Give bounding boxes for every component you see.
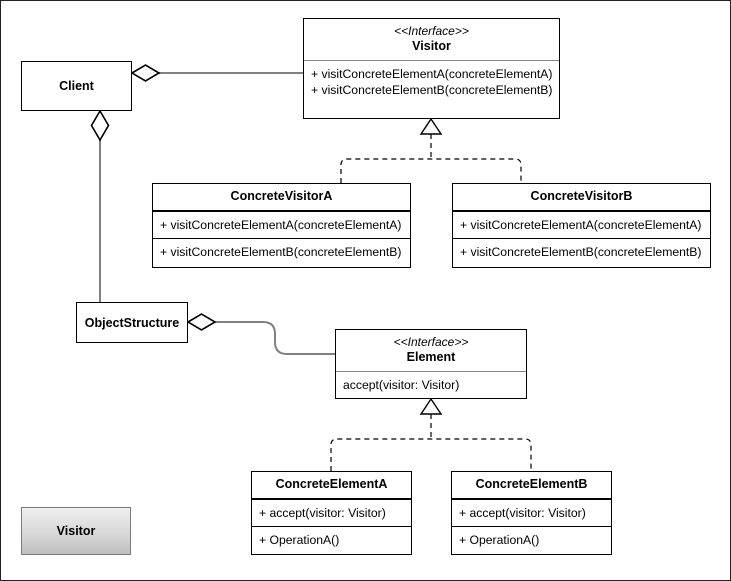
method-row: + visitConcreteElementB(concreteElementB… — [311, 82, 553, 97]
relation-element-realization — [330, 397, 532, 471]
method-row: + accept(visitor: Visitor) — [259, 505, 386, 520]
class-box-visitor[interactable]: <<Interface>> Visitor + visitConcreteEle… — [303, 18, 560, 119]
class-box-objectstructure[interactable]: ObjectStructure — [76, 302, 188, 343]
class-name-concreteelementa: ConcreteElementA — [275, 477, 388, 491]
stereotype-label-element: <<Interface>> — [393, 335, 469, 349]
method-row: + OperationA() — [459, 532, 540, 547]
relation-client-objectstructure — [90, 109, 110, 302]
relation-visitor-realization — [340, 117, 522, 183]
method-row: + visitConcreteElementB(concreteElementB… — [160, 244, 402, 259]
compartment-divider — [453, 237, 710, 239]
relation-objectstructure-element — [186, 313, 335, 355]
compartment-divider — [252, 497, 411, 499]
class-title-element: <<Interface>> Element — [336, 330, 526, 371]
method-row: + visitConcreteElementA(concreteElementA… — [311, 66, 553, 81]
compartment-divider — [252, 498, 411, 500]
class-title-objectstructure: ObjectStructure — [84, 315, 180, 330]
class-box-element[interactable]: <<Interface>> Element accept(visitor: Vi… — [335, 329, 527, 399]
stereotype-label-visitor: <<Interface>> — [394, 24, 469, 38]
method-row: + OperationA() — [259, 532, 340, 547]
class-name-visitor: Visitor — [412, 39, 451, 53]
pattern-legend-box[interactable]: Visitor — [21, 507, 131, 555]
compartment-divider — [452, 525, 611, 527]
class-name-concreteelementb: ConcreteElementB — [475, 477, 588, 491]
compartment-divider — [153, 210, 410, 212]
compartment-divider — [304, 59, 559, 61]
pattern-legend-label: Visitor — [56, 524, 96, 538]
class-title-concretevisitora: ConcreteVisitorA — [153, 184, 410, 210]
compartment-divider — [153, 209, 410, 211]
method-row: + visitConcreteElementA(concreteElementA… — [160, 217, 402, 232]
class-name-element: Element — [406, 350, 456, 364]
class-title-client: Client — [59, 79, 94, 93]
class-box-client[interactable]: Client — [21, 61, 132, 111]
compartment-divider — [453, 210, 710, 212]
class-title-visitor: <<Interface>> Visitor — [304, 19, 559, 60]
compartment-divider — [153, 237, 410, 239]
compartment-divider — [452, 498, 611, 500]
class-box-concretevisitorb[interactable]: ConcreteVisitorB + visitConcreteElementA… — [452, 183, 711, 268]
compartment-divider — [453, 209, 710, 211]
compartment-divider — [452, 497, 611, 499]
method-row: accept(visitor: Visitor) — [343, 377, 460, 392]
compartment-divider — [336, 370, 526, 372]
class-box-concretevisitora[interactable]: ConcreteVisitorA + visitConcreteElementA… — [152, 183, 411, 268]
class-box-concreteelementb[interactable]: ConcreteElementB + accept(visitor: Visit… — [451, 471, 612, 555]
class-name-concretevisitorb: ConcreteVisitorB — [530, 189, 633, 203]
class-title-concreteelementb: ConcreteElementB — [452, 472, 611, 498]
class-title-concretevisitorb: ConcreteVisitorB — [453, 184, 710, 210]
method-row: + visitConcreteElementB(concreteElementB… — [460, 244, 702, 259]
compartment-divider — [252, 525, 411, 527]
class-title-concreteelementa: ConcreteElementA — [252, 472, 411, 498]
method-row: + accept(visitor: Visitor) — [459, 505, 586, 520]
class-box-concreteelementa[interactable]: ConcreteElementA + accept(visitor: Visit… — [251, 471, 412, 555]
method-row: + visitConcreteElementA(concreteElementA… — [460, 217, 702, 232]
class-name-concretevisitora: ConcreteVisitorA — [230, 189, 333, 203]
relation-client-visitor — [130, 64, 303, 82]
